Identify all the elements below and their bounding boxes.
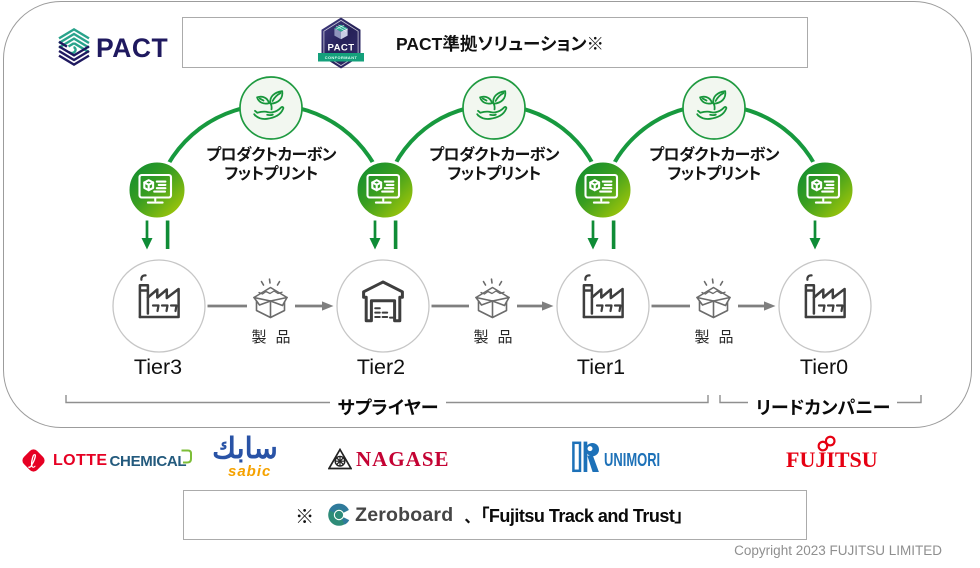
header-box <box>182 17 808 68</box>
logo-fujitsu: FUJITSU <box>786 435 878 480</box>
logo-lotte-chemical: ℓ LOTTE CHEMICAL <box>20 446 195 476</box>
diagram-frame <box>3 1 972 428</box>
suppliers-label: サプライヤー <box>331 394 445 420</box>
flow-diagram <box>65 76 922 404</box>
note-prefix: ※ <box>295 501 315 529</box>
header-title: PACT準拠ソリューション※ <box>396 31 605 56</box>
tier-circle <box>336 259 430 353</box>
leaf-hand-icon <box>253 90 285 120</box>
pcf-label-1: プロダクトカーボンフットプリント <box>161 144 381 182</box>
sabic-arabic: سابك <box>212 433 278 465</box>
fujitsu-wordmark: FUJITSU <box>786 447 878 472</box>
pcf-monitor-icon <box>366 173 401 204</box>
zeroboard-logo <box>328 503 353 526</box>
badge-ribbon-label: CONFORMANT <box>325 55 358 60</box>
product-label-3: 製品 <box>694 326 743 347</box>
note-service-text: 「Fujitsu Track and Trust」 <box>480 502 683 528</box>
product-box-icon <box>247 276 295 328</box>
pcf-label-2: プロダクトカーボンフットプリント <box>384 144 604 182</box>
product-box-icon <box>469 276 517 328</box>
note-box: ※ Zeroboard 、 「Fujitsu Track and Trust」 <box>183 490 807 540</box>
tier-label-3: Tier3 <box>133 355 183 379</box>
nagase-mark <box>328 448 352 470</box>
logo-nagase: NAGASE <box>328 447 450 472</box>
product-label-2: 製品 <box>473 326 522 347</box>
badge-title: PACT <box>327 43 354 54</box>
pcf-monitor-icon <box>138 173 173 204</box>
note-separator: 、 <box>464 503 473 527</box>
pcf-line2: フットプリント <box>447 160 541 184</box>
pcf-line2: フットプリント <box>667 160 761 184</box>
kunimori-mark <box>572 441 599 473</box>
warehouse-icon <box>362 280 404 323</box>
data-up-bar <box>611 220 616 249</box>
tier-label-0: Tier0 <box>799 355 849 379</box>
lotte-mark: ℓ <box>22 449 45 473</box>
lotte-leaf-mark <box>181 449 192 464</box>
lead-company-label: リードカンパニー <box>749 394 897 420</box>
product-box-icon <box>690 276 738 328</box>
tier-label-2: Tier2 <box>356 355 406 379</box>
lotte-word2: CHEMICAL <box>109 453 187 470</box>
fujitsu-infinity-mark <box>817 435 836 452</box>
pact-conformant-badge: PACT CONFORMANT <box>318 17 364 69</box>
pcf-label-3: プロダクトカーボンフットプリント <box>604 144 824 182</box>
leaf-hand-icon <box>476 90 508 120</box>
zeroboard-wordmark: Zeroboard <box>355 503 454 526</box>
sabic-latin: sabic <box>228 463 272 480</box>
group-brackets <box>65 395 922 404</box>
nagase-wordmark: NAGASE <box>356 447 450 471</box>
factory-icon <box>138 274 180 319</box>
svg-text:ℓ: ℓ <box>29 452 37 473</box>
pcf-monitor-icon <box>584 173 619 204</box>
pact-logo-mark <box>58 28 90 66</box>
factory-icon <box>582 274 624 319</box>
pact-brand-text: PACT <box>96 33 169 63</box>
tier-label-1: Tier1 <box>576 355 626 379</box>
pcf-line1: プロダクトカーボン <box>206 141 336 165</box>
factory-icon <box>804 274 846 319</box>
lotte-word1: LOTTE <box>53 452 108 469</box>
product-label-1: 製品 <box>251 326 300 347</box>
pcf-line1: プロダクトカーボン <box>429 141 559 165</box>
data-up-bar <box>165 220 170 249</box>
pcf-monitor-icon <box>806 173 841 204</box>
pcf-line2: フットプリント <box>224 160 318 184</box>
pcf-line1: プロダクトカーボン <box>649 141 779 165</box>
copyright-text: Copyright 2023 FUJITSU LIMITED <box>734 543 942 558</box>
logo-sabic: سابك sabic <box>209 433 281 480</box>
leaf-hand-icon <box>696 90 728 120</box>
note-service: 「Fujitsu Track and Trust」 <box>480 502 683 528</box>
data-up-bar <box>393 220 398 249</box>
kunimori-wordmark: UNIMORI <box>604 450 661 470</box>
logo-kunimori: UNIMORI <box>572 441 672 473</box>
